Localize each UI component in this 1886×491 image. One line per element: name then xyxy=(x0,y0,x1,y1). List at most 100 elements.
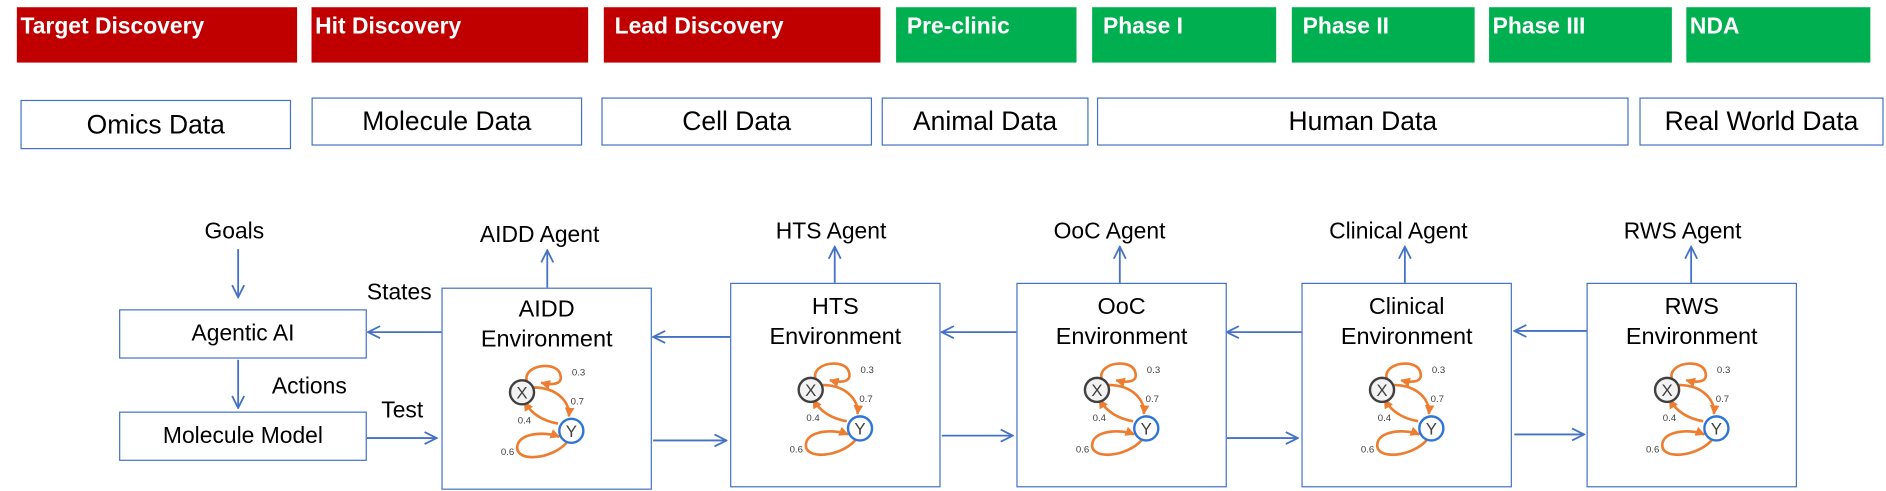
edge-y-self xyxy=(515,429,568,459)
node-y-label: Y xyxy=(854,419,865,438)
edge-y-to-x xyxy=(1383,398,1419,423)
state-transition-graph: XY0.30.70.40.6 xyxy=(1361,362,1445,457)
edge-y-self xyxy=(804,426,857,457)
clinical-agent-label: Clinical Agent xyxy=(1329,219,1468,245)
data-box-human: Human Data xyxy=(1096,97,1629,146)
prob-x-self: 0.3 xyxy=(1147,365,1160,376)
env-line1: OoC xyxy=(1097,293,1146,321)
prob-y-to-x: 0.4 xyxy=(1663,413,1677,424)
prob-y-to-x: 0.4 xyxy=(518,416,532,427)
test-label: Test xyxy=(381,398,424,424)
edge-x-self xyxy=(525,364,563,390)
state-transition-graph: X Y 0.3 0.7 0.4 0.6 xyxy=(790,362,874,457)
env-line2: Environment xyxy=(769,323,902,351)
prob-y-to-x: 0.4 xyxy=(1378,413,1392,424)
hts-agent-label: HTS Agent xyxy=(775,219,887,245)
env-line1: Clinical xyxy=(1368,293,1445,321)
molecule-model-box: Molecule Model xyxy=(119,411,367,461)
aidd-agent-label: AIDD Agent xyxy=(479,222,600,248)
node-y-circle xyxy=(846,415,874,442)
prob-x-to-y: 0.7 xyxy=(1716,394,1729,405)
phase-hit-discovery: Hit Discovery xyxy=(311,7,589,63)
edge-x-to-y xyxy=(1108,383,1150,415)
prob-y-self: 0.6 xyxy=(1646,444,1659,455)
node-y-circle xyxy=(1703,415,1730,442)
edge-x-to-y xyxy=(534,386,575,418)
env-line1: HTS xyxy=(811,293,859,321)
prob-y-self: 0.6 xyxy=(501,447,514,458)
node-y-circle xyxy=(558,417,585,445)
edge-y-self xyxy=(1090,426,1143,457)
edge-x-self xyxy=(813,362,851,388)
env-line1: RWS xyxy=(1664,293,1719,321)
hts-environment-box: HTS Environment X Y 0.3 0.7 0.4 0.6 xyxy=(730,282,941,488)
agentic-ai-box: Agentic AI xyxy=(119,309,367,359)
data-box-cell: Cell Data xyxy=(601,97,873,146)
state-transition-graph: XY0.30.70.40.6 xyxy=(1076,362,1160,457)
node-x-circle xyxy=(1653,376,1681,404)
phase-nda: NDA xyxy=(1686,7,1871,63)
phase-target-discovery: Target Discovery xyxy=(16,7,298,63)
env-line2: Environment xyxy=(1340,323,1473,351)
node-x-label: X xyxy=(1376,381,1387,400)
edge-x-to-y xyxy=(1679,383,1720,415)
prob-y-self: 0.6 xyxy=(1361,444,1374,455)
node-y-label: Y xyxy=(1711,419,1722,438)
molecule-model-label: Molecule Model xyxy=(162,423,323,449)
edge-y-to-x xyxy=(523,401,559,425)
edge-y-self xyxy=(1375,426,1428,457)
state-transition-graph: X Y 0.3 0.7 0.4 0.6 xyxy=(1646,362,1730,457)
prob-y-self: 0.6 xyxy=(1076,444,1089,455)
goals-label: Goals xyxy=(204,219,265,245)
edge-x-self xyxy=(1385,362,1423,388)
phase-pre-clinic: Pre-clinic xyxy=(896,7,1077,63)
prob-x-self: 0.3 xyxy=(572,367,585,378)
env-line2: Environment xyxy=(480,326,613,353)
data-box-molecule: Molecule Data xyxy=(311,97,583,146)
edge-y-self xyxy=(1660,426,1713,457)
agentic-ai-label: Agentic AI xyxy=(191,321,295,347)
prob-x-to-y: 0.7 xyxy=(571,396,584,407)
ooc-agent-label: OoC Agent xyxy=(1053,219,1166,245)
phase-1: Phase I xyxy=(1092,7,1277,63)
node-y-label: Y xyxy=(1141,419,1152,438)
edge-y-to-x xyxy=(1668,398,1704,423)
node-y-circle xyxy=(1418,415,1445,442)
data-box-omics: Omics Data xyxy=(20,99,292,150)
node-y-circle xyxy=(1133,415,1160,442)
edge-x-self xyxy=(1670,362,1708,388)
prob-x-self: 0.3 xyxy=(861,365,874,376)
node-x-label: X xyxy=(1661,381,1672,400)
prob-x-to-y: 0.7 xyxy=(1146,394,1159,405)
actions-label: Actions xyxy=(271,374,347,400)
node-y-label: Y xyxy=(566,422,577,441)
node-y-label: Y xyxy=(1426,419,1437,438)
prob-y-self: 0.6 xyxy=(790,444,803,455)
prob-x-to-y: 0.7 xyxy=(859,394,872,405)
phase-lead-discovery: Lead Discovery xyxy=(603,7,881,63)
node-x-circle xyxy=(1083,376,1111,404)
states-label: States xyxy=(366,280,432,306)
edge-y-to-x xyxy=(1098,398,1134,423)
node-x-label: X xyxy=(805,381,816,400)
node-x-circle xyxy=(1368,376,1396,404)
rws-environment-box: RWS Environment X Y 0.3 0.7 0.4 0.6 xyxy=(1586,282,1797,488)
prob-x-self: 0.3 xyxy=(1432,365,1445,376)
data-box-real-world: Real World Data xyxy=(1639,97,1884,146)
edge-x-to-y xyxy=(1394,383,1435,415)
rws-agent-label: RWS Agent xyxy=(1623,219,1742,245)
prob-y-to-x: 0.4 xyxy=(806,413,820,424)
phase-2: Phase II xyxy=(1291,7,1475,63)
node-x-label: X xyxy=(1091,381,1102,400)
data-box-animal: Animal Data xyxy=(881,97,1089,146)
prob-x-self: 0.3 xyxy=(1717,365,1730,376)
edge-x-self xyxy=(1100,362,1138,388)
node-x-label: X xyxy=(516,383,527,402)
state-transition-graph: X Y 0.3 0.7 0.4 0.6 xyxy=(501,364,585,459)
env-line2: Environment xyxy=(1625,323,1758,351)
node-x-circle xyxy=(508,379,536,406)
